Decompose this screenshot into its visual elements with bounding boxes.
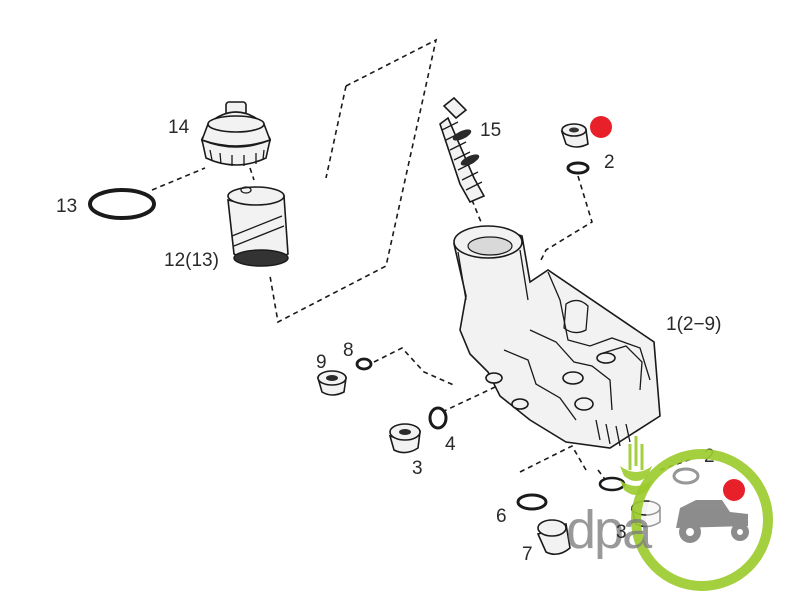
leader-lines [151,38,695,487]
label-part-8: 8 [343,340,354,361]
label-part-7: 7 [522,544,533,565]
part-9-plug [316,370,348,396]
label-part-2-top: 2 [604,152,615,173]
part-14-filter-cap [200,101,272,166]
part-7-plug [536,519,571,556]
label-part-12: 12(13) [164,250,219,271]
label-part-3-middle: 3 [412,458,423,479]
marker-dot-top [590,116,612,138]
tractor-icon [676,500,749,543]
label-part-4: 4 [445,434,456,455]
watermark-text: dpa [566,500,653,560]
label-part-9: 9 [316,352,327,373]
marker-dot-bottom [723,479,745,501]
part-2-plug-top [560,123,590,175]
label-part-1: 1(2−9) [666,314,721,335]
part-4-seal-ring [428,406,448,430]
part-3-plug-middle [388,423,422,454]
label-part-3-bottom: 3 [616,522,627,543]
dpa-watermark-logo: dpa [566,436,773,591]
part-12-filter-element [227,186,289,267]
label-part-14: 14 [168,117,190,138]
label-part-6: 6 [496,506,507,527]
part-6-seal-ring [516,493,548,511]
label-part-13: 13 [56,196,77,217]
part-8-seal-ring [355,357,373,371]
part-13-o-ring [88,188,156,220]
wheat-icon [620,436,652,495]
part-1-oil-filter-housing [453,225,661,449]
label-part-15: 15 [480,120,501,141]
part-15-valve [439,96,486,204]
